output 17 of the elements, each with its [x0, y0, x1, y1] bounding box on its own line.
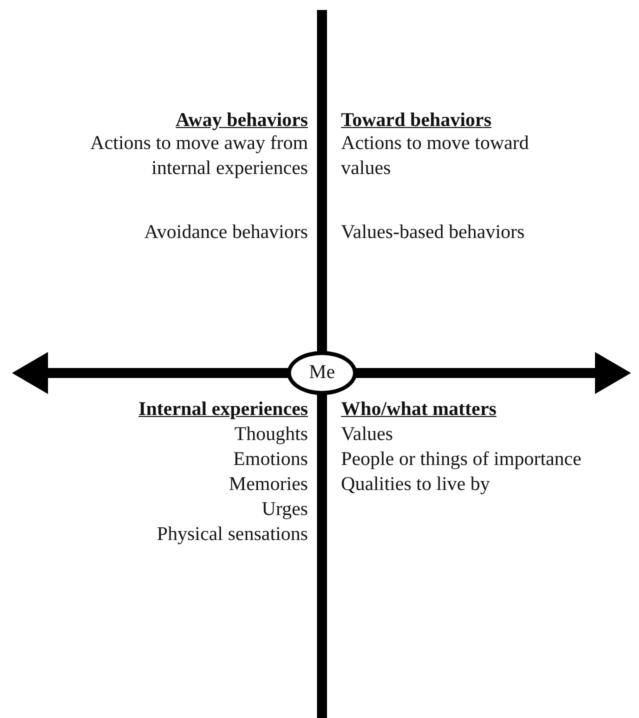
description-text: Values-based behaviors — [341, 221, 525, 245]
description-text: Actions to move away from internal experiences — [89, 132, 308, 181]
description-text: Actions to move toward values — [341, 132, 530, 181]
node-label: Me — [309, 362, 335, 384]
list-item: Physical sensations — [156, 523, 308, 547]
list-item: Memories — [228, 473, 308, 497]
description-text: Avoidance behaviors — [144, 221, 308, 245]
list-item: Values — [341, 423, 393, 447]
list-item: Qualities to live by — [341, 473, 490, 497]
list-item: Urges — [262, 498, 308, 522]
list-item: Emotions — [233, 448, 308, 472]
quadrant-heading: Toward behaviors — [341, 109, 492, 133]
quadrant-heading: Away behaviors — [176, 109, 308, 133]
list-item: People or things of importance — [341, 448, 582, 472]
quadrant-heading: Internal experiences — [138, 398, 308, 422]
list-item: Thoughts — [234, 423, 308, 447]
quadrant-heading: Who/what matters — [341, 398, 496, 422]
